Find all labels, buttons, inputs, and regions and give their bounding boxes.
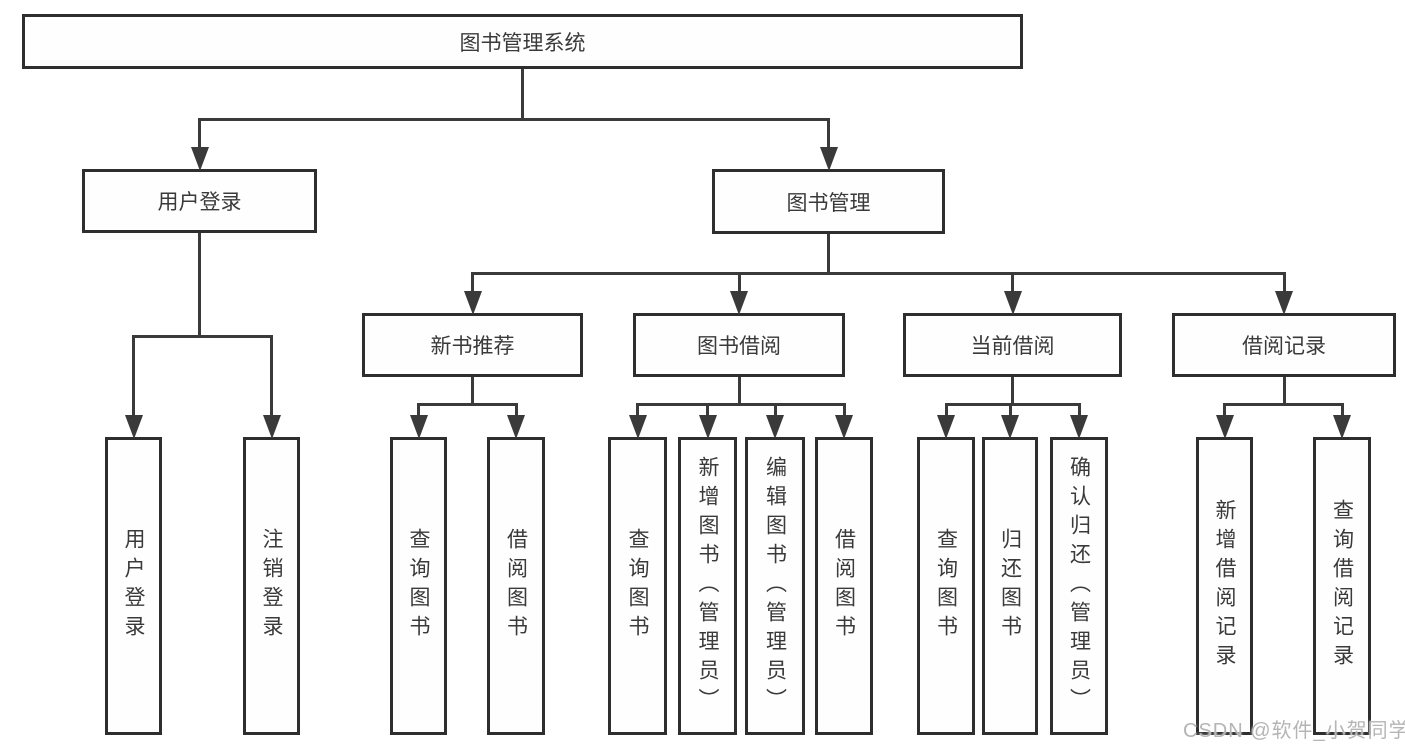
connector-drop (827, 118, 830, 153)
node-label: 编辑图书（管理员） (763, 455, 787, 717)
connector-drop (1282, 272, 1286, 297)
node-label: 确认归还（管理员） (1067, 455, 1091, 717)
node-book-mgmt: 图书管理 (712, 169, 945, 234)
connector-bus (636, 403, 846, 406)
connector-drop (1011, 272, 1014, 297)
node-leaf-confirm-return: 确认归还（管理员） (1050, 437, 1108, 735)
connector-stem (737, 375, 741, 406)
node-leaf-logout: 注销登录 (243, 437, 300, 735)
node-root: 图书管理系统 (22, 14, 1023, 69)
connector-drop (1340, 403, 1344, 421)
connector-arrow-down (507, 415, 525, 439)
node-label: 用户登录 (122, 528, 145, 644)
node-label: 新增借阅记录 (1213, 499, 1236, 673)
connector-drop (514, 403, 518, 421)
connector-stem (521, 67, 524, 121)
connector-arrow-down (124, 415, 143, 439)
node-user-login: 用户登录 (82, 169, 317, 233)
connector-drop (471, 272, 474, 297)
connector-arrow-down (1215, 415, 1234, 439)
connector-arrow-down (463, 291, 482, 315)
connector-arrow-down (1070, 415, 1088, 439)
connector-arrow-down (1001, 415, 1019, 439)
connector-arrow-down (698, 415, 717, 439)
connector-drop (417, 403, 420, 421)
connector-arrow-down (190, 147, 209, 171)
node-label: 查询图书 (934, 528, 958, 644)
connector-drop (944, 403, 948, 421)
node-leaf-edit-book: 编辑图书（管理员） (745, 437, 805, 735)
node-label: 查询图书 (407, 528, 430, 644)
node-leaf-query-book-1: 查询图书 (390, 437, 447, 735)
connector-bus (198, 118, 830, 121)
connector-drop (1223, 403, 1226, 421)
connector-arrow-down (628, 415, 647, 439)
node-current-borrow: 当前借阅 (903, 313, 1122, 377)
node-label: 图书借阅 (697, 335, 781, 358)
connector-arrow-down (835, 415, 853, 439)
connector-drop (198, 118, 201, 153)
node-label: 借阅记录 (1242, 335, 1326, 358)
connector-drop (270, 335, 273, 421)
connector-arrow-down (937, 415, 955, 439)
connector-bus (417, 403, 518, 406)
connector-arrow-down (766, 415, 784, 439)
connector-arrow-down (1003, 291, 1022, 315)
node-leaf-add-book: 新增图书（管理员） (678, 437, 737, 735)
connector-bus (944, 403, 1081, 406)
node-label: 图书管理系统 (459, 31, 586, 55)
node-borrow-records: 借阅记录 (1172, 313, 1396, 377)
connector-arrow-down (409, 415, 428, 439)
node-label: 新增图书（管理员） (696, 455, 719, 717)
connector-arrow-down (262, 415, 281, 439)
connector-drop (636, 403, 639, 421)
connector-stem (1011, 375, 1014, 406)
node-book-borrow: 图书借阅 (633, 313, 845, 377)
node-label: 图书管理 (786, 191, 871, 215)
connector-arrow-down (819, 147, 838, 171)
node-label: 借阅图书 (504, 528, 528, 644)
connector-drop (842, 403, 846, 421)
node-leaf-query-borrow-record: 查询借阅记录 (1313, 437, 1371, 735)
csdn-watermark: CSDN @软件_小贺同学 (1183, 720, 1405, 742)
node-new-book-rec: 新书推荐 (362, 313, 583, 377)
connector-bus (471, 272, 1286, 275)
node-label: 当前借阅 (970, 335, 1055, 358)
node-leaf-borrow-book-2: 借阅图书 (815, 437, 873, 735)
connector-drop (706, 403, 709, 421)
connector-stem (827, 232, 830, 275)
node-label: 注销登录 (260, 528, 283, 644)
connector-drop (1077, 403, 1081, 421)
connector-drop (737, 272, 741, 297)
node-leaf-return-book: 归还图书 (982, 437, 1038, 735)
node-label: 新书推荐 (430, 335, 515, 358)
node-leaf-user-login: 用户登录 (105, 437, 162, 735)
connector-drop (132, 335, 135, 421)
connector-stem (1282, 375, 1286, 406)
connector-arrow-down (730, 291, 748, 315)
connector-bus (1223, 403, 1344, 406)
node-label: 归还图书 (998, 528, 1022, 644)
node-label: 借阅图书 (832, 528, 856, 644)
node-leaf-query-book-2: 查询图书 (608, 437, 667, 735)
connector-stem (198, 231, 201, 338)
connector-drop (1008, 403, 1012, 421)
connector-arrow-down (1333, 415, 1351, 439)
node-leaf-query-book-3: 查询图书 (917, 437, 975, 735)
connector-arrow-down (1275, 291, 1293, 315)
connector-bus (132, 335, 273, 338)
connector-stem (471, 375, 474, 406)
connector-drop (773, 403, 777, 421)
node-label: 查询图书 (626, 528, 649, 644)
node-leaf-add-borrow-record: 新增借阅记录 (1196, 437, 1253, 735)
node-label: 用户登录 (157, 191, 242, 214)
node-leaf-borrow-book-1: 借阅图书 (487, 437, 545, 735)
node-label: 查询借阅记录 (1330, 499, 1354, 673)
